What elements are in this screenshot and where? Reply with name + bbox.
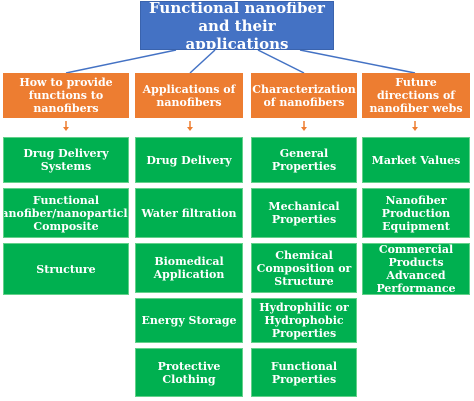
item-commercial-products: Commercial Products Advanced Performance	[362, 243, 470, 295]
item-production-equipment: Nanofiber Production Equipment	[362, 188, 470, 238]
column-header-future-directions: Future directions of nanofiber webs	[362, 73, 470, 118]
down-arrow-icon	[412, 121, 418, 131]
item-market-values: Market Values	[362, 137, 470, 183]
connector-to-column-2	[189, 49, 216, 74]
down-arrow-icon	[63, 121, 69, 131]
item-mechanical-properties: Mechanical Properties	[251, 188, 357, 238]
diagram-title: Functional nanofiber and their applicati…	[140, 1, 334, 50]
title-connectors	[65, 49, 416, 74]
item-protective-clothing: Protective Clothing	[135, 348, 243, 397]
column-header-functions: How to provide functions to nanofibers	[3, 73, 129, 118]
item-general-properties: General Properties	[251, 137, 357, 183]
item-drug-delivery: Drug Delivery	[135, 137, 243, 183]
connector-to-column-3	[257, 49, 305, 74]
connector-to-column-1	[65, 49, 177, 74]
item-energy-storage: Energy Storage	[135, 298, 243, 343]
header-arrows	[63, 121, 418, 131]
item-biomedical-application: Biomedical Application	[135, 243, 243, 293]
item-structure: Structure	[3, 243, 129, 295]
item-water-filtration: Water filtration	[135, 188, 243, 238]
item-hydrophilic-properties: Hydrophilic or Hydrophobic Properties	[251, 298, 357, 343]
column-header-applications: Applications of nanofibers	[135, 73, 243, 118]
item-drug-delivery-systems: Drug Delivery Systems	[3, 137, 129, 183]
connector-to-column-4	[299, 49, 416, 74]
down-arrow-icon	[301, 121, 307, 131]
item-functional-properties: Functional Properties	[251, 348, 357, 397]
column-header-characterization: Characterization of nanofibers	[251, 73, 357, 118]
down-arrow-icon	[187, 121, 193, 131]
item-functional-composite: Functional Nanofiber/nanoparticles Compo…	[3, 188, 129, 238]
item-chemical-composition: Chemical Composition or Structure	[251, 243, 357, 293]
